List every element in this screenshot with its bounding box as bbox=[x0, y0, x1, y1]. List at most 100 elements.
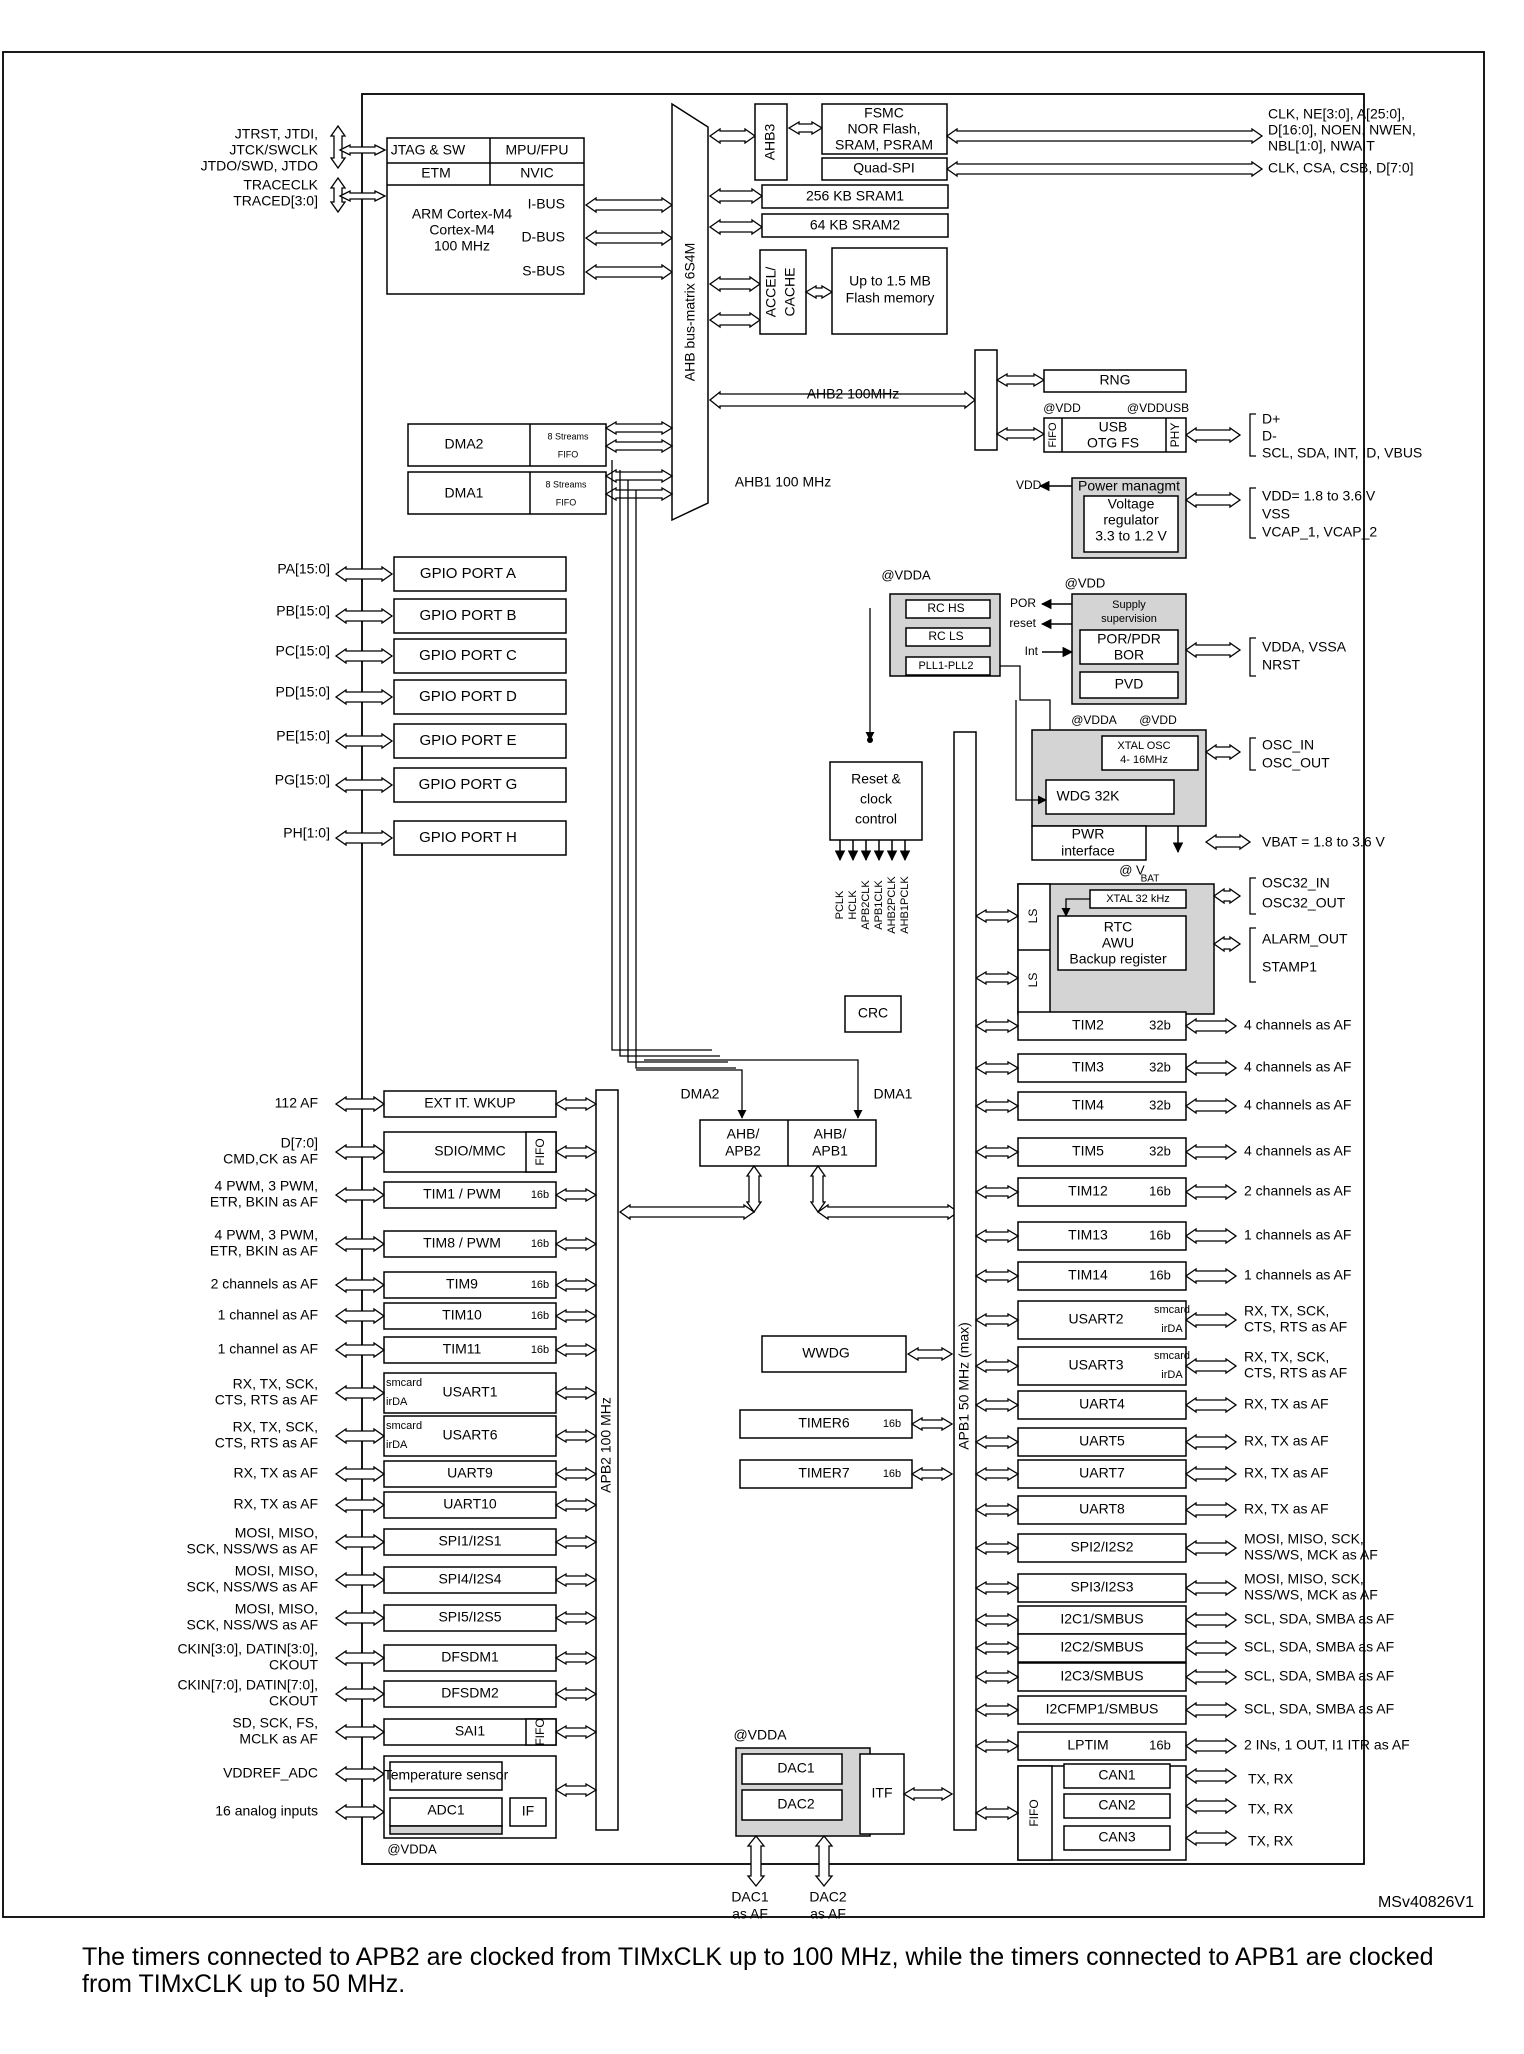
apb1-bus-arrow-20 bbox=[974, 1738, 1020, 1754]
apb2-name-4: TIM8 / PWM bbox=[423, 1235, 501, 1251]
sram2-arrow bbox=[708, 218, 764, 236]
apb1-pin-arrow-13 bbox=[1184, 1501, 1238, 1519]
gpio-label-2: GPIO PORT B bbox=[420, 607, 517, 624]
rc-ls-label: RC LS bbox=[928, 629, 963, 643]
apb1-name-18: I2C3/SMBUS bbox=[1060, 1668, 1143, 1684]
ahb2-bridge bbox=[974, 349, 998, 451]
trace-pins-line-2: TRACED[3:0] bbox=[233, 193, 318, 209]
por-label: POR bbox=[1010, 596, 1036, 610]
apb1-name-7: TIM14 bbox=[1068, 1267, 1108, 1283]
apb2-pin-arrow-6 bbox=[334, 1307, 386, 1325]
dac2-pin-arrow bbox=[814, 1834, 834, 1888]
dma1-fifo: FIFO bbox=[556, 497, 577, 507]
jtag-link-arrow bbox=[338, 143, 387, 157]
clk-out-label-4: APB1CLK bbox=[873, 880, 885, 930]
dma2-bridge-label: DMA2 bbox=[681, 1086, 720, 1102]
gpio-pin-2: PB[15:0] bbox=[276, 603, 330, 619]
xtal32-label: XTAL 32 kHz bbox=[1106, 893, 1170, 905]
quadspi-pin-arrow bbox=[945, 160, 1264, 178]
fsmc-pins-line-3: NBL[1:0], NWAIT bbox=[1268, 138, 1375, 154]
dbus-label: D-BUS bbox=[521, 229, 565, 245]
power-title: Power managmt bbox=[1078, 478, 1180, 494]
apb2-periph-12 bbox=[383, 1528, 557, 1556]
apb2-pin-arrow-5 bbox=[334, 1276, 386, 1294]
apb2-pin-3-2: ETR, BKIN as AF bbox=[210, 1194, 318, 1210]
gpio-pin-arrow-4 bbox=[334, 688, 394, 706]
rng-label: RNG bbox=[1099, 372, 1130, 388]
dma1-line-b bbox=[635, 490, 736, 1069]
timer7-tag: 16b bbox=[883, 1468, 901, 1480]
apb2-periph-4 bbox=[383, 1230, 557, 1258]
gpio-port-5 bbox=[393, 723, 567, 759]
apb2-tag-3: 16b bbox=[531, 1189, 549, 1201]
apb1-bus-arrow-1 bbox=[974, 1018, 1020, 1034]
bat-label: BAT bbox=[1141, 874, 1160, 885]
apb2-bus-arrow-13 bbox=[554, 1572, 598, 1588]
apb2-pin-15-1: CKIN[3:0], DATIN[3:0], bbox=[177, 1641, 318, 1657]
reset-clock-block bbox=[829, 761, 923, 841]
timer7-block bbox=[739, 1459, 913, 1489]
apb2-pin-16-2: CKOUT bbox=[269, 1693, 318, 1709]
reset-clock-label-line-3: control bbox=[855, 811, 897, 827]
regulator-label-line-3: 3.3 to 1.2 V bbox=[1095, 528, 1167, 544]
apb1-tag-20: 16b bbox=[1149, 1737, 1171, 1752]
fsmc-block bbox=[821, 103, 948, 155]
apb1-bus-arrow-14 bbox=[974, 1540, 1020, 1556]
apb2-fifo-label-2: FIFO bbox=[533, 1138, 547, 1165]
wdg-block bbox=[1045, 779, 1175, 815]
apb1-periph-4 bbox=[1017, 1137, 1187, 1167]
apb2-smcard-8: smcard bbox=[386, 1377, 422, 1389]
power-vdd-label: VDD bbox=[1016, 478, 1042, 492]
apb2-pin-2-2: CMD,CK as AF bbox=[223, 1151, 318, 1167]
apb2-bus-arrow-5 bbox=[554, 1277, 598, 1293]
accel-arrow-1 bbox=[708, 275, 762, 293]
apb2-bus-arrow-10 bbox=[554, 1466, 598, 1482]
apb2-bus-arrow-1 bbox=[554, 1096, 598, 1112]
porpdr-block bbox=[1079, 629, 1179, 665]
apb2-pin-arrow-16 bbox=[334, 1685, 386, 1703]
apb1-pin-16-1: SCL, SDA, SMBA as AF bbox=[1244, 1611, 1394, 1627]
apb1-pin-13-1: RX, TX as AF bbox=[1244, 1501, 1329, 1517]
fsmc-label-line-3: SRAM, PSRAM bbox=[835, 137, 933, 153]
adc1-block bbox=[389, 1797, 503, 1827]
vbat-pin-arrow bbox=[1204, 833, 1252, 851]
gpio-port-1 bbox=[393, 556, 567, 592]
apb2-pin-3-1: 4 PWM, 3 PWM, bbox=[215, 1178, 318, 1194]
apb1-name-13: UART8 bbox=[1079, 1501, 1125, 1517]
cpu-bus-arrow-3 bbox=[584, 263, 674, 281]
apb2-pin-15-2: CKOUT bbox=[269, 1657, 318, 1673]
apb2-name-12: SPI1/I2S1 bbox=[438, 1533, 501, 1549]
apb2-bus-arrow-6 bbox=[554, 1308, 598, 1324]
gpio-pin-5: PE[15:0] bbox=[276, 728, 330, 744]
apb2-pin-14-1: MOSI, MISO, bbox=[235, 1601, 318, 1617]
dac1-label: DAC1 bbox=[777, 1760, 815, 1776]
apb1-bus-arrow-17 bbox=[974, 1640, 1020, 1656]
osc-pins-line-2: OSC_OUT bbox=[1262, 755, 1330, 771]
wdg-label: WDG 32K bbox=[1056, 788, 1120, 804]
gpio-pin-arrow-7 bbox=[334, 829, 394, 847]
apb2-pin-12-2: SCK, NSS/WS as AF bbox=[187, 1541, 318, 1557]
itf-block bbox=[859, 1753, 905, 1835]
apb1-name-14: SPI2/I2S2 bbox=[1070, 1539, 1133, 1555]
apb1-tag-2: 32b bbox=[1149, 1059, 1171, 1074]
apb1-pin-arrow-20 bbox=[1184, 1737, 1238, 1755]
ahb2-label: AHB2 100MHz bbox=[807, 386, 900, 402]
fsmc-pins-line-1: CLK, NE[3:0], A[25:0], bbox=[1268, 106, 1405, 122]
flash-label-line-2: Flash memory bbox=[846, 290, 935, 306]
adc1-label: ADC1 bbox=[427, 1802, 465, 1818]
wwdg-arrow bbox=[906, 1346, 954, 1362]
apb2-pin-arrow-10 bbox=[334, 1465, 386, 1483]
cpu-name-line-1: ARM Cortex-M4 bbox=[412, 206, 513, 222]
apb2-pin-13-1: MOSI, MISO, bbox=[235, 1563, 318, 1579]
usb-pin-bracket bbox=[1249, 413, 1256, 457]
usb-vdd: @VDD bbox=[1043, 401, 1081, 415]
xtal-osc-label-line-1: XTAL OSC bbox=[1117, 740, 1170, 752]
ls-column bbox=[1017, 883, 1051, 1015]
can-pin-1: TX, RX bbox=[1248, 1771, 1294, 1787]
apb2-pin-arrow-17 bbox=[334, 1723, 386, 1741]
apb2-pin-arrow-14 bbox=[334, 1609, 386, 1627]
quadspi-pins: CLK, CSA, CSB, D[7:0] bbox=[1268, 160, 1414, 176]
apb1-pin-arrow-18 bbox=[1184, 1668, 1238, 1686]
apb2-bus-arrow-9 bbox=[554, 1428, 598, 1444]
apb2-pin-14-2: SCK, NSS/WS as AF bbox=[187, 1617, 318, 1633]
